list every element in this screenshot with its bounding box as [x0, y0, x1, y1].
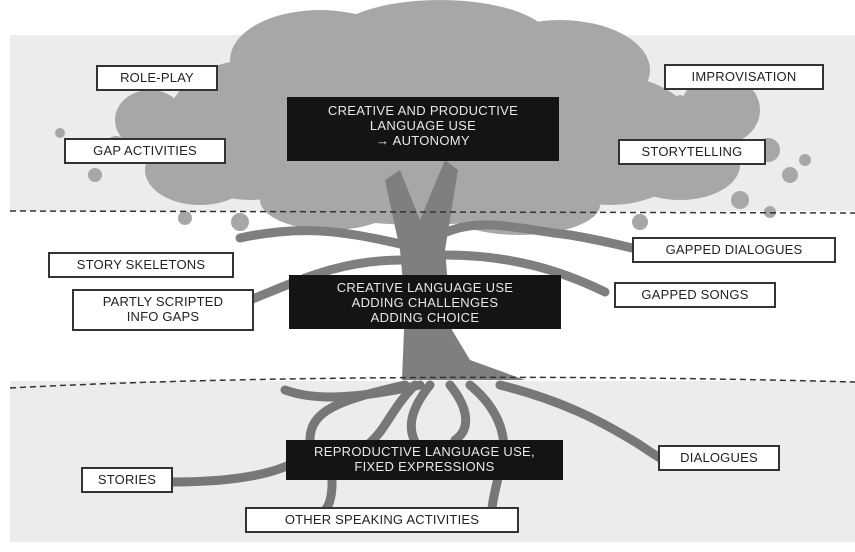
bottom-zone-label: REPRODUCTIVE LANGUAGE USE, FIXED EXPRESS… [286, 440, 563, 480]
storytelling-label: STORYTELLING [618, 139, 766, 165]
top-zone-label: CREATIVE AND PRODUCTIVE LANGUAGE USE → A… [287, 97, 559, 161]
upper-divider [9, 210, 855, 214]
partly-scripted-label: PARTLY SCRIPTED INFO GAPS [72, 289, 254, 331]
gapped-dialogues-label: GAPPED DIALOGUES [632, 237, 836, 263]
stories-label: STORIES [81, 467, 173, 493]
gap-activities-label: GAP ACTIVITIES [64, 138, 226, 164]
story-skeletons-label: STORY SKELETONS [48, 252, 234, 278]
gapped-songs-label: GAPPED SONGS [614, 282, 776, 308]
lower-divider [9, 376, 855, 389]
tree-branches [235, 220, 637, 305]
other-speaking-activities-label: OTHER SPEAKING ACTIVITIES [245, 507, 519, 533]
dialogues-label: DIALOGUES [658, 445, 780, 471]
improvisation-label: IMPROVISATION [664, 64, 824, 90]
middle-zone-label: CREATIVE LANGUAGE USE ADDING CHALLENGES … [289, 275, 561, 329]
tree-canopy [55, 0, 811, 235]
role-play-label: ROLE-PLAY [96, 65, 218, 91]
